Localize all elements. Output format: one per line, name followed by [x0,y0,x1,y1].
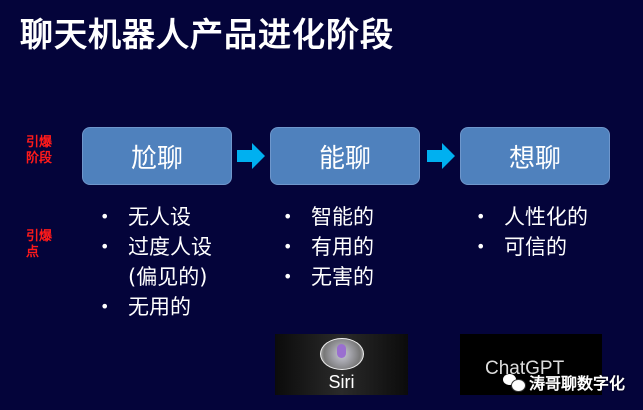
watermark: 涛哥聊数字化 [503,370,625,394]
stage-label: 引爆阶段 [26,135,53,166]
chatgpt-image: ChatGPT [460,334,602,395]
list-item: 无害的 [283,262,374,292]
list-item: 过度人设 [100,232,212,262]
stage-1-points: 无人设 过度人设 (偏见的) 无用的 [100,202,212,322]
wechat-icon [503,374,526,392]
list-item: (偏见的) [128,265,208,289]
microphone-icon [320,338,364,370]
stage-box-2: 能聊 [270,127,420,185]
chatgpt-label: ChatGPT [485,358,565,379]
list-item: 有用的 [283,232,374,262]
siri-label: Siri [328,372,355,392]
stage-2-points: 智能的 有用的 无害的 [283,202,374,292]
list-item: 无用的 [100,292,212,322]
watermark-text: 涛哥聊数字化 [529,374,626,393]
list-item: 可信的 [476,232,588,262]
stage-3-points: 人性化的 可信的 [476,202,588,262]
arrow-right-icon [237,143,265,169]
list-item: 智能的 [283,202,374,232]
points-label: 引爆点 [26,229,53,260]
list-item: 人性化的 [476,202,588,232]
stage-box-1: 尬聊 [82,127,232,185]
arrow-right-icon [427,143,455,169]
siri-image: Siri [275,334,408,395]
stage-box-3: 想聊 [460,127,610,185]
list-item: 无人设 [100,202,212,232]
slide-title: 聊天机器人产品进化阶段 [20,15,394,54]
